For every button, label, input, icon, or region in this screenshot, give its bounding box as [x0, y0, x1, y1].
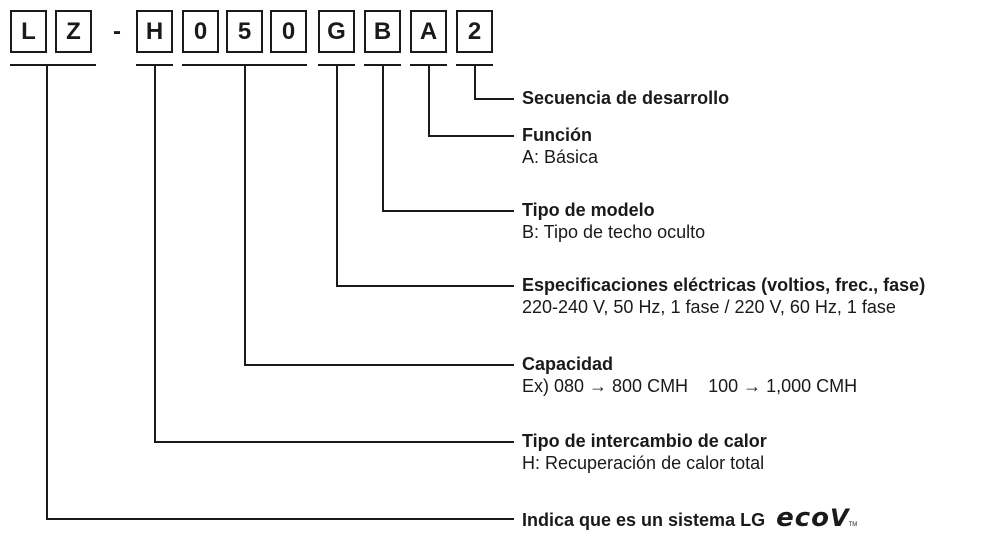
field-label-electrical-specs: Especificaciones eléctricas (voltios, fr…	[522, 274, 925, 318]
field-title: Tipo de modelo	[522, 200, 655, 220]
code-char-box: 0	[182, 10, 219, 53]
field-description: H: Recuperación de calor total	[522, 453, 765, 473]
field-description: 220-240 V, 50 Hz, 1 fase / 220 V, 60 Hz,…	[522, 297, 896, 317]
field-title: Especificaciones eléctricas (voltios, fr…	[522, 275, 926, 295]
leader-line-vertical	[336, 64, 338, 285]
ecov-logo-tm: TM	[848, 522, 858, 528]
field-label-lg-system: Indica que es un sistema LG ecoVTM	[522, 504, 858, 536]
leader-line-horizontal	[382, 210, 514, 212]
field-description: Ex) 080 → 800 CMH 100 → 1,000 CMH	[522, 376, 858, 396]
field-title: Indica que es un sistema LG	[522, 510, 766, 530]
code-char-box: A	[410, 10, 447, 53]
code-char-box: B	[364, 10, 401, 53]
code-char-box: H	[136, 10, 173, 53]
ecov-logo: ecoVTM	[776, 504, 858, 536]
leader-line-vertical	[428, 64, 430, 135]
field-title: Secuencia de desarrollo	[522, 88, 730, 108]
code-char-box: 5	[226, 10, 263, 53]
field-label-capacity: Capacidad Ex) 080 → 800 CMH 100 → 1,000 …	[522, 353, 857, 397]
field-label-model-type: Tipo de modelo B: Tipo de techo oculto	[522, 199, 705, 243]
leader-line-horizontal	[244, 364, 514, 366]
group-underline	[10, 64, 96, 66]
leader-line-horizontal	[474, 98, 514, 100]
leader-line-horizontal	[154, 441, 514, 443]
ecov-logo-eco: eco	[776, 503, 831, 533]
field-title: Tipo de intercambio de calor	[522, 431, 767, 451]
field-description: A: Básica	[522, 147, 599, 167]
leader-line-horizontal	[46, 518, 514, 520]
field-label-function: Función A: Básica	[522, 124, 598, 168]
leader-line-horizontal	[336, 285, 514, 287]
code-char-box: Z	[55, 10, 92, 53]
ecov-logo-v: V	[830, 504, 849, 532]
field-label-development-sequence: Secuencia de desarrollo	[522, 87, 729, 109]
leader-line-vertical	[382, 64, 384, 210]
field-description: B: Tipo de techo oculto	[522, 222, 706, 242]
leader-line-vertical	[244, 64, 246, 364]
code-char-box: L	[10, 10, 47, 53]
field-title: Capacidad	[522, 354, 614, 374]
field-title: Función	[522, 125, 592, 145]
code-char-box: 0	[270, 10, 307, 53]
code-char-box: 2	[456, 10, 493, 53]
leader-line-vertical	[154, 64, 156, 441]
field-label-heat-exchange-type: Tipo de intercambio de calor H: Recupera…	[522, 430, 767, 474]
code-char-box: G	[318, 10, 355, 53]
leader-line-vertical	[46, 64, 48, 518]
leader-line-horizontal	[428, 135, 514, 137]
leader-line-vertical	[474, 64, 476, 98]
code-separator: -	[113, 17, 121, 45]
